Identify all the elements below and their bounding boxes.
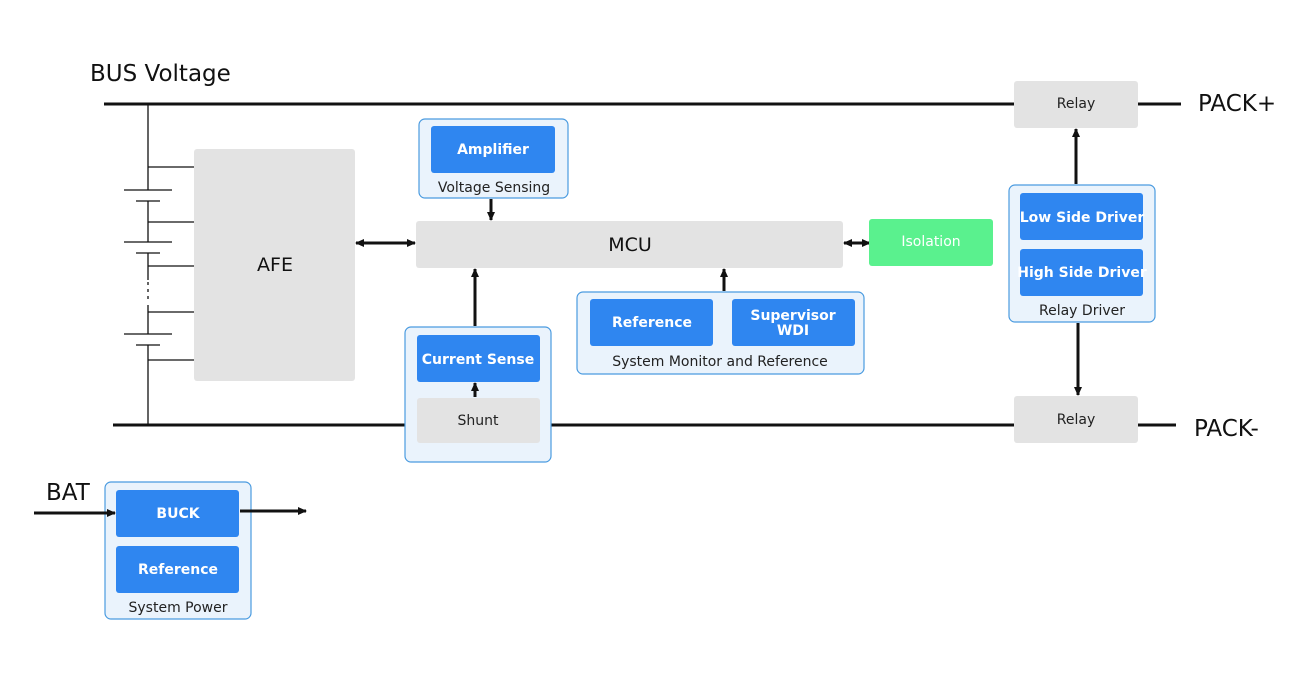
bus-voltage-label: BUS Voltage xyxy=(90,61,231,87)
bat-label: BAT xyxy=(46,480,91,506)
current-sense-label: Current Sense xyxy=(422,352,534,368)
low-side-driver-label: Low Side Driver xyxy=(1020,210,1145,226)
shunt-label: Shunt xyxy=(458,413,500,429)
voltage-sensing-caption: Voltage Sensing xyxy=(438,180,550,196)
mcu-label: MCU xyxy=(608,234,652,256)
power-reference-block xyxy=(116,546,239,593)
reference-label: Reference xyxy=(612,315,692,331)
relay-top-block xyxy=(1014,81,1138,128)
buck-block xyxy=(116,490,239,537)
shunt-block xyxy=(417,398,540,443)
reference-block xyxy=(590,299,713,346)
amplifier-block xyxy=(431,126,555,173)
afe-block xyxy=(194,149,355,381)
system-power-caption: System Power xyxy=(129,600,228,616)
isolation-block xyxy=(869,219,993,266)
relay-driver-caption: Relay Driver xyxy=(1039,303,1125,319)
power-reference-label: Reference xyxy=(138,562,218,578)
battery-cell-stack xyxy=(124,104,195,425)
current-sense-block xyxy=(417,335,540,382)
high-side-driver-label: High Side Driver xyxy=(1017,265,1147,281)
relay-top-label: Relay xyxy=(1057,96,1095,112)
afe-label: AFE xyxy=(257,254,293,276)
wdi-label: WDI xyxy=(777,323,809,339)
relay-bottom-label: Relay xyxy=(1057,412,1095,428)
relay-bottom-block xyxy=(1014,396,1138,443)
high-side-driver-block xyxy=(1020,249,1143,296)
pack-plus-label: PACK+ xyxy=(1198,91,1276,117)
supervisor-label: Supervisor xyxy=(750,308,835,324)
isolation-label: Isolation xyxy=(901,234,960,250)
mcu-block xyxy=(416,221,843,268)
pack-minus-label: PACK- xyxy=(1194,416,1259,442)
supervisor-wdi-block xyxy=(732,299,855,346)
amplifier-label: Amplifier xyxy=(457,142,529,158)
system-monitor-caption: System Monitor and Reference xyxy=(612,354,828,370)
buck-label: BUCK xyxy=(156,506,200,522)
low-side-driver-block xyxy=(1020,193,1143,240)
